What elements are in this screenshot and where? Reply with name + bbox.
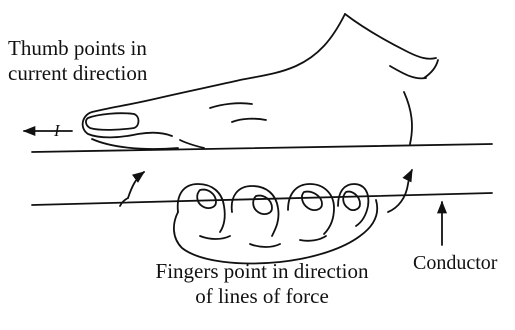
force-arrow-right — [388, 170, 412, 212]
knuckle-crease-3 — [300, 236, 326, 241]
finger-4-nail — [343, 192, 360, 210]
current-symbol-label: I — [54, 121, 60, 141]
wrist-crease — [390, 66, 426, 78]
conductor-label: Conductor — [413, 251, 497, 275]
conductor-bottom-line — [32, 193, 492, 205]
knuckle-crease-2 — [250, 244, 280, 247]
hand-crease-2 — [232, 119, 266, 122]
fingers-label-line-2: of lines of force — [137, 284, 387, 309]
finger-3-nail — [302, 192, 322, 210]
fingers-label-line-1: Fingers point in direction — [137, 259, 387, 284]
palm-right-edge — [404, 92, 412, 144]
palm-underside — [174, 200, 377, 263]
fingers-direction-label: Fingers point in direction of lines of f… — [137, 259, 387, 309]
thumb-direction-label: Thumb points in current direction — [8, 36, 147, 86]
finger-4 — [338, 184, 368, 226]
conductor-top-line — [32, 144, 492, 152]
force-arrow-left — [128, 172, 144, 198]
thumb-crease — [180, 140, 204, 148]
hand-crease-1 — [210, 103, 252, 108]
knuckle-crease-1 — [200, 236, 230, 239]
wrist-top — [345, 14, 436, 59]
thumb-label-line-2: current direction — [8, 61, 147, 86]
thumb-nail — [86, 113, 139, 130]
thumb-label-line-1: Thumb points in — [8, 36, 147, 61]
finger-1 — [178, 184, 225, 232]
thumb-underside — [92, 139, 178, 149]
wrist-fold — [424, 60, 438, 78]
finger-1-nail — [197, 190, 216, 208]
